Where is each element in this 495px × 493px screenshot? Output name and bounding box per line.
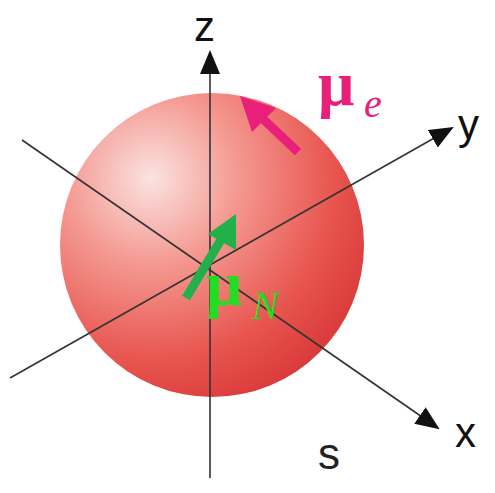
axis-label: z (194, 6, 215, 48)
y-axis (10, 128, 452, 378)
x-axis (22, 140, 438, 428)
moment-subscript: N (252, 286, 279, 326)
orbital-label: s (318, 432, 340, 476)
moment-symbol: μ (206, 252, 242, 316)
moment-subscript: e (364, 84, 382, 124)
s-orbital-sphere (60, 93, 364, 397)
moment-symbol: μ (318, 52, 354, 116)
axis-label: y (458, 104, 479, 146)
electron-moment-arrow (240, 96, 298, 152)
axis-label: x (455, 412, 476, 454)
